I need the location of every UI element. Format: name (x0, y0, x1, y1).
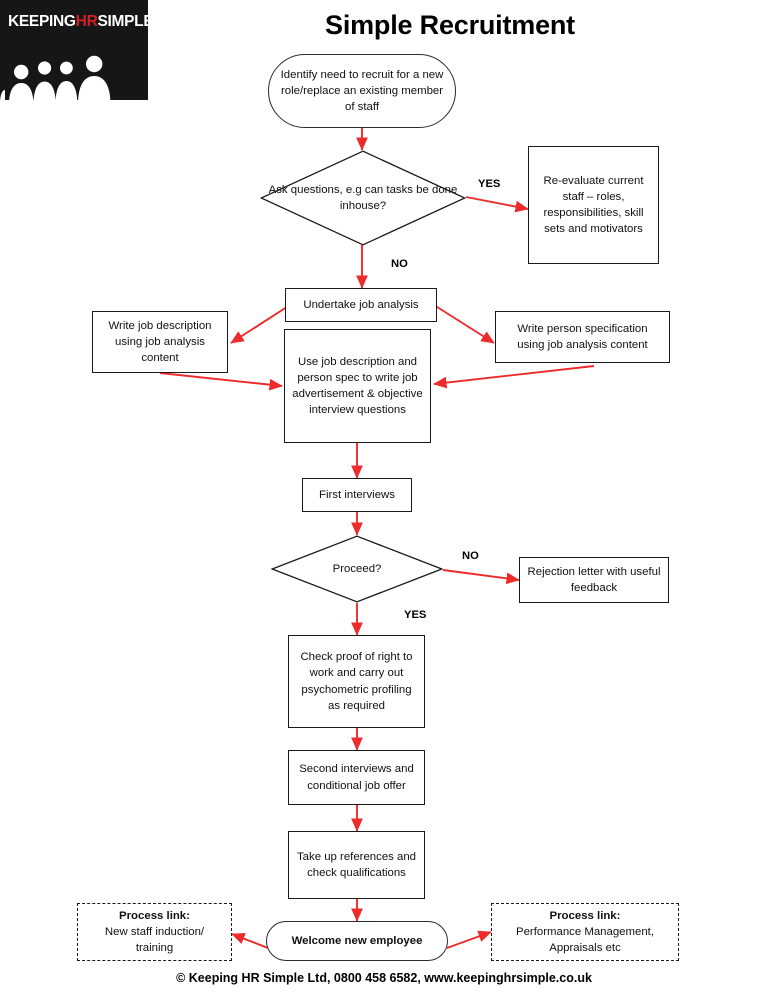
logo-text-part2: SIMPLE (97, 13, 148, 30)
node-write-job-description-label: Write job description using job analysis… (108, 319, 212, 365)
node-process-link-right-label: Performance Management, Appraisals etc (515, 925, 655, 955)
node-identify-need[interactable]: Identify need to recruit for a new role/… (268, 54, 456, 128)
node-write-person-specification[interactable]: Write person specification using job ana… (495, 311, 670, 363)
node-second-interviews[interactable]: Second interviews and conditional job of… (288, 750, 425, 805)
edge-label-ask-no: NO (391, 258, 408, 270)
node-first-interviews[interactable]: First interviews (302, 478, 412, 512)
edge-job-analysis-to-person-spec (433, 304, 495, 344)
edge-welcome-to-link-left (231, 933, 269, 949)
logo-text-highlight: HR (75, 13, 98, 30)
node-write-person-specification-label: Write person specification using job ana… (517, 322, 648, 351)
node-second-interviews-label: Second interviews and conditional job of… (299, 763, 414, 792)
node-reevaluate-staff[interactable]: Re-evaluate current staff – roles, respo… (528, 146, 659, 264)
edge-job-analysis-to-job-description (230, 304, 291, 344)
node-process-link-left-title: Process link: (119, 909, 190, 922)
node-take-references-label: Take up references and check qualificati… (296, 850, 417, 879)
logo-wordmark: KEEPINGHRSIMPLE (8, 13, 148, 31)
node-process-link-left[interactable]: Process link: New staff induction/ train… (77, 903, 232, 961)
decision-shape-icon (271, 535, 443, 603)
footer-copyright: © Keeping HR Simple Ltd, 0800 458 6582, … (176, 971, 592, 985)
people-silhouette-icon (0, 55, 111, 100)
node-undertake-job-analysis-label: Undertake job analysis (303, 298, 419, 311)
decision-shape-icon (260, 150, 466, 246)
node-process-link-right[interactable]: Process link: Performance Management, Ap… (491, 903, 679, 961)
logo-text-part1: KEEPING (8, 13, 76, 30)
node-process-link-right-title: Process link: (549, 909, 621, 922)
edge-ask-yes-to-reevaluate (465, 196, 529, 213)
edge-proceed-no-to-rejection (442, 569, 520, 585)
node-write-job-description[interactable]: Write job description using job analysis… (92, 311, 228, 373)
node-welcome-employee-label: Welcome new employee (291, 934, 423, 947)
node-first-interviews-label: First interviews (319, 488, 395, 501)
node-proceed-label: Proceed? (332, 562, 382, 575)
edge-welcome-to-link-right (446, 930, 492, 949)
node-take-references[interactable]: Take up references and check qualificati… (288, 831, 425, 899)
edge-label-proceed-no: NO (462, 550, 479, 562)
edge-person-spec-to-use-jd (433, 365, 595, 389)
page-title: Simple Recruitment (325, 10, 575, 40)
node-use-job-description[interactable]: Use job description and person spec to w… (284, 329, 431, 443)
node-ask-questions-label: Ask questions, e.g can tasks be done inh… (268, 183, 458, 212)
company-logo: KEEPINGHRSIMPLE (0, 0, 148, 100)
node-check-proof-label: Check proof of right to work and carry o… (300, 651, 413, 712)
node-welcome-employee[interactable]: Welcome new employee (266, 921, 448, 961)
node-proceed[interactable]: Proceed? (271, 535, 443, 603)
node-reevaluate-staff-label: Re-evaluate current staff – roles, respo… (543, 174, 644, 236)
node-ask-questions[interactable]: Ask questions, e.g can tasks be done inh… (260, 150, 466, 246)
node-rejection-letter-label: Rejection letter with useful feedback (527, 565, 661, 594)
node-process-link-left-label: New staff induction/ training (104, 925, 205, 955)
node-undertake-job-analysis[interactable]: Undertake job analysis (285, 288, 437, 322)
edge-label-proceed-yes: YES (404, 609, 427, 621)
node-identify-need-label: Identify need to recruit for a new role/… (280, 68, 444, 114)
node-rejection-letter[interactable]: Rejection letter with useful feedback (519, 557, 669, 603)
edge-job-description-to-use-jd (159, 372, 283, 391)
node-use-job-description-label: Use job description and person spec to w… (292, 355, 423, 417)
node-check-proof[interactable]: Check proof of right to work and carry o… (288, 635, 425, 728)
edge-label-ask-yes: YES (478, 178, 501, 190)
